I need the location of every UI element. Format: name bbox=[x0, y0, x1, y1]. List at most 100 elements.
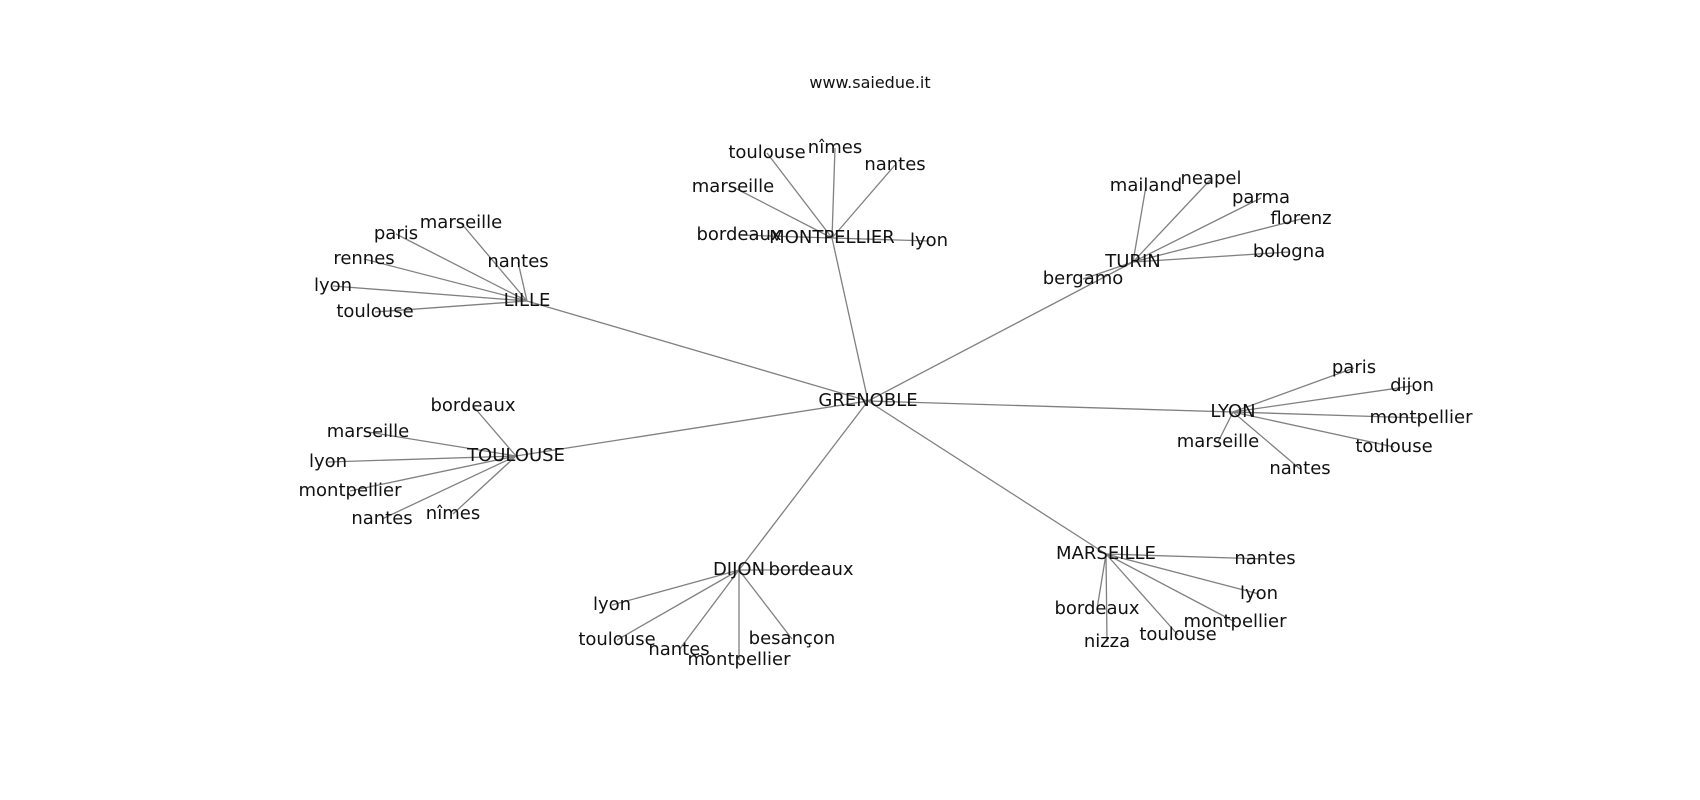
hub-node-lyon: LYON bbox=[1210, 401, 1255, 422]
edge-lyon-leaf bbox=[1232, 411, 1395, 448]
edge-dijon-leaf bbox=[611, 569, 740, 606]
edge-grenoble-lille bbox=[526, 300, 869, 402]
leaf-node: nantes bbox=[1269, 458, 1330, 479]
leaf-node: bordeaux bbox=[1054, 598, 1139, 619]
edge-montpellier-leaf bbox=[831, 237, 930, 242]
edge-marseille-leaf bbox=[1105, 553, 1236, 623]
leaf-node: lyon bbox=[593, 594, 631, 615]
edge-dijon-leaf bbox=[678, 569, 740, 651]
leaf-node: montpellier bbox=[299, 480, 403, 501]
edge-lyon-leaf bbox=[1232, 367, 1355, 413]
edge-toulouse-leaf bbox=[367, 431, 517, 457]
edge-montpellier-leaf bbox=[732, 186, 833, 239]
edge-toulouse-leaf bbox=[452, 455, 517, 515]
edge-lyon-leaf bbox=[1232, 411, 1301, 470]
edge-grenoble-turin bbox=[867, 261, 1134, 402]
leaf-node: dijon bbox=[1390, 375, 1434, 396]
edge-marseille-leaf bbox=[1105, 553, 1260, 595]
edge-lyon-leaf bbox=[1217, 411, 1234, 443]
leaf-node: parma bbox=[1232, 187, 1290, 208]
leaf-node: bordeaux bbox=[696, 224, 781, 245]
hub-node-turin: TURIN bbox=[1104, 251, 1160, 272]
leaf-node: nantes bbox=[864, 154, 925, 175]
leaf-node: marseille bbox=[1177, 431, 1260, 452]
leaf-node: toulouse bbox=[578, 629, 655, 650]
leaf-node: nantes bbox=[1234, 548, 1295, 569]
leaf-node: lyon bbox=[309, 451, 347, 472]
edge-montpellier-leaf bbox=[738, 234, 833, 239]
edge-toulouse-leaf bbox=[381, 455, 517, 520]
leaf-node: neapel bbox=[1180, 168, 1241, 189]
site-watermark: www.saiedue.it bbox=[809, 73, 930, 92]
leaf-node: florenz bbox=[1270, 208, 1331, 229]
edge-lille-leaf bbox=[332, 285, 528, 302]
leaf-node: bordeaux bbox=[768, 559, 853, 580]
edge-turin-leaf bbox=[1132, 251, 1290, 263]
edge-turin-leaf bbox=[1132, 185, 1147, 263]
leaf-node: marseille bbox=[327, 421, 410, 442]
edge-marseille-leaf bbox=[1096, 553, 1107, 610]
edge-grenoble-marseille bbox=[867, 400, 1107, 555]
edge-montpellier-leaf bbox=[831, 164, 896, 239]
leaf-node: marseille bbox=[420, 212, 503, 233]
leaf-node: toulouse bbox=[336, 301, 413, 322]
leaf-node: montpellier bbox=[1184, 611, 1288, 632]
edge-turin-leaf bbox=[1132, 178, 1212, 263]
leaf-node: montpellier bbox=[1370, 407, 1474, 428]
leaf-node: toulouse bbox=[728, 142, 805, 163]
edge-grenoble-lyon bbox=[867, 400, 1234, 413]
edge-toulouse-leaf bbox=[327, 455, 517, 463]
edge-lille-leaf bbox=[363, 258, 528, 302]
edge-dijon-leaf bbox=[616, 569, 740, 641]
leaf-node: lyon bbox=[910, 230, 948, 251]
hub-node-marseille: MARSEILLE bbox=[1056, 543, 1156, 564]
hub-node-lille: LILLE bbox=[504, 290, 551, 311]
leaf-node: marseille bbox=[692, 176, 775, 197]
edge-lille-leaf bbox=[374, 300, 528, 313]
leaf-node: nîmes bbox=[808, 137, 862, 158]
edge-lyon-leaf bbox=[1232, 411, 1422, 419]
edge-grenoble-dijon bbox=[738, 400, 869, 571]
edge-lille-leaf bbox=[395, 233, 528, 302]
leaf-node: mailand bbox=[1110, 175, 1182, 196]
edge-lille-leaf bbox=[517, 261, 528, 302]
edge-grenoble-toulouse bbox=[515, 400, 869, 457]
leaf-node: toulouse bbox=[1139, 624, 1216, 645]
hub-node-montpellier: MONTPELLIER bbox=[769, 227, 895, 248]
edge-dijon-leaf bbox=[738, 569, 793, 640]
edge-toulouse-leaf bbox=[472, 405, 517, 457]
edge-marseille-leaf bbox=[1105, 553, 1179, 636]
leaf-node: nizza bbox=[1084, 631, 1130, 652]
edge-toulouse-leaf bbox=[349, 455, 517, 492]
edge-montpellier-leaf bbox=[831, 147, 836, 239]
leaf-node: lyon bbox=[1240, 583, 1278, 604]
center-node-grenoble: GRENOBLE bbox=[818, 390, 917, 411]
edge-grenoble-montpellier bbox=[831, 237, 869, 402]
leaf-node: lyon bbox=[314, 275, 352, 296]
edge-lyon-leaf bbox=[1232, 385, 1413, 413]
leaf-node: nantes bbox=[487, 251, 548, 272]
leaf-node: paris bbox=[374, 223, 418, 244]
edge-montpellier-leaf bbox=[766, 152, 833, 239]
leaf-node: toulouse bbox=[1355, 436, 1432, 457]
leaf-node: montpellier bbox=[688, 649, 792, 670]
hub-node-toulouse: TOULOUSE bbox=[466, 445, 565, 466]
edge-marseille-leaf bbox=[1105, 553, 1108, 643]
edge-turin-leaf bbox=[1132, 218, 1302, 263]
leaf-node: nîmes bbox=[426, 503, 480, 524]
hub-node-dijon: DIJON bbox=[713, 559, 765, 580]
leaf-node: nantes bbox=[351, 508, 412, 529]
leaf-node: bergamo bbox=[1043, 268, 1124, 289]
leaf-node: besançon bbox=[749, 628, 836, 649]
edge-lille-leaf bbox=[460, 222, 528, 302]
leaf-node: nantes bbox=[648, 639, 709, 660]
leaf-node: paris bbox=[1332, 357, 1376, 378]
leaf-node: bordeaux bbox=[430, 395, 515, 416]
edge-turin-leaf bbox=[1132, 197, 1262, 263]
leaf-node: bologna bbox=[1253, 241, 1325, 262]
edge-marseille-leaf bbox=[1105, 553, 1266, 560]
leaf-node: rennes bbox=[333, 248, 394, 269]
edge-turin-leaf bbox=[1082, 261, 1134, 280]
